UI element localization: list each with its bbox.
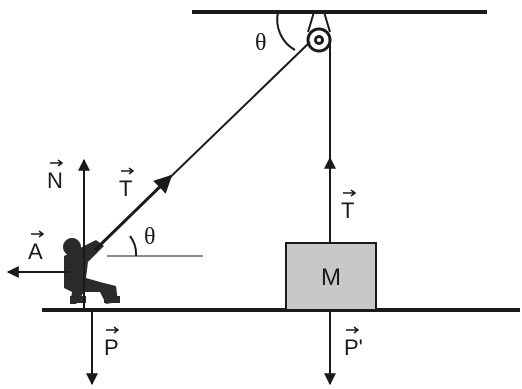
- label-normal-force: N: [47, 159, 64, 193]
- label-weight-block: P': [344, 326, 363, 360]
- label-weight-person: P: [104, 326, 120, 360]
- block-mass: [285, 242, 377, 311]
- svg-text:T: T: [341, 198, 354, 223]
- svg-text:P: P: [104, 335, 119, 360]
- angle-label-top: θ: [255, 30, 267, 56]
- label-pulling-force: A: [28, 230, 45, 264]
- angle-label-bottom: θ: [144, 224, 156, 250]
- block-label: M: [321, 264, 341, 291]
- label-tension-rope: T: [119, 167, 135, 201]
- svg-text:T: T: [119, 176, 132, 201]
- person-figure: [63, 238, 120, 304]
- pulley: [306, 11, 332, 53]
- angle-arc-bottom: [129, 235, 138, 257]
- label-tension-vertical: T: [341, 189, 357, 223]
- svg-text:A: A: [28, 239, 43, 264]
- svg-text:N: N: [47, 168, 63, 193]
- angle-arc-top: [276, 11, 296, 51]
- svg-text:P': P': [344, 335, 363, 360]
- tension-arrow-inclined: [93, 174, 173, 252]
